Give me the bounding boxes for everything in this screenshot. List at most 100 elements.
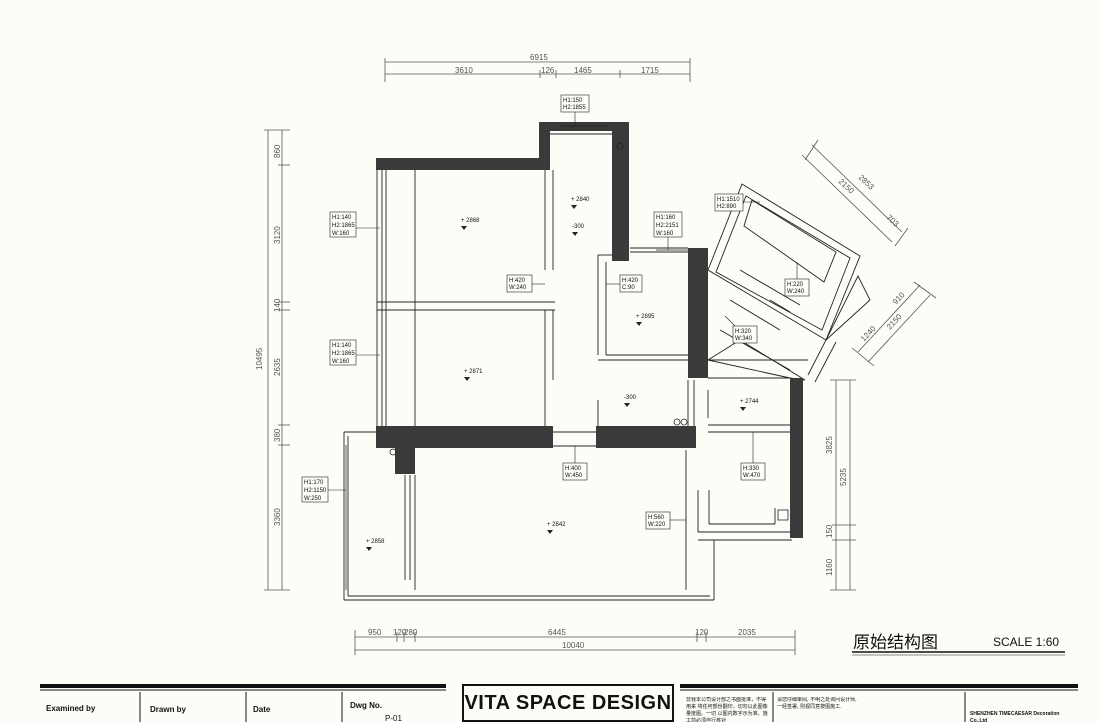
- level-marker: + 2895: [636, 314, 655, 320]
- right-seg-dim: 1160: [825, 558, 834, 576]
- opening-tag-line: W:240: [787, 289, 805, 295]
- opening-tag-line: W:160: [332, 359, 350, 365]
- right-seg-dim: 3825: [825, 436, 834, 454]
- opening-tag-line: H1:1510: [717, 197, 740, 203]
- opening-tag-line: H:420: [622, 278, 639, 284]
- opening-tag-line: W:220: [648, 522, 666, 528]
- opening-tag-line: H:220: [787, 282, 804, 288]
- bottom-seg-dim: 120: [695, 628, 709, 637]
- opening-tag-line: H1:160: [656, 215, 676, 221]
- opening-tag: H1:1510 H2:890: [714, 193, 760, 212]
- opening-tag-line: H:560: [648, 515, 665, 521]
- opening-tag-line: W:160: [332, 231, 350, 237]
- left-total-dim: 10495: [255, 347, 264, 370]
- level-marker: + 2858: [366, 539, 385, 545]
- level-marker: + 2840: [571, 197, 590, 203]
- opening-tag: H1:150 H2:1855: [560, 94, 590, 126]
- right-seg-dim: 150: [825, 524, 834, 538]
- left-seg-dim: 3360: [273, 508, 282, 526]
- opening-tag-line: H:400: [565, 466, 582, 472]
- top-total-dim: 6915: [530, 53, 548, 62]
- company-name: SHENZHEN TIMECAESAR Decoration Co.,Ltd: [970, 711, 1060, 722]
- top-dimension: [384, 58, 691, 82]
- left-seg-dim: 2635: [273, 358, 282, 376]
- date-label: Date: [253, 705, 271, 714]
- approval-note: 请您仔细审阅, 不明之处询问设计师, 一经签署, 则视同意按图施工.: [777, 697, 857, 710]
- opening-tag: H:420 C:90: [606, 274, 643, 293]
- bottom-seg-dim: 2035: [738, 628, 756, 637]
- left-seg-dim: 860: [273, 144, 282, 158]
- diagonal-dimension-right: [851, 281, 937, 367]
- examined-by-label: Examined by: [46, 704, 96, 713]
- bottom-seg-dim: 950: [368, 628, 382, 637]
- left-seg-dim: 140: [273, 298, 282, 312]
- opening-tag: H:560 W:220: [645, 511, 686, 530]
- opening-tag: H1:140 H2:1865 W:160: [329, 339, 380, 366]
- right-seg-dim: 5235: [839, 468, 848, 486]
- opening-tag-line: W:450: [565, 473, 583, 479]
- opening-tag: H:420 W:240: [506, 274, 545, 293]
- bottom-total-dim: 10040: [562, 641, 585, 650]
- opening-tag: H:220 W:240: [784, 262, 810, 297]
- opening-tag-line: W:240: [509, 285, 527, 291]
- drawn-by-label: Drawn by: [150, 705, 187, 714]
- brand-logo: VITA SPACE DESIGN: [462, 684, 674, 722]
- left-dimension: [264, 129, 290, 591]
- top-seg-dim: 1715: [641, 66, 659, 75]
- rotated-wing: [706, 183, 871, 383]
- bottom-seg-dim: 6445: [548, 628, 566, 637]
- drawing-scale: SCALE 1:60: [993, 635, 1060, 649]
- diagonal-dimension-top: [801, 139, 909, 247]
- opening-tag-line: H2:2151: [656, 223, 679, 229]
- top-seg-dim: 1465: [574, 66, 592, 75]
- thin-walls: [343, 129, 808, 601]
- bottom-dimension: [354, 630, 796, 655]
- opening-tag-line: W:160: [656, 231, 674, 237]
- disclaimer-note: 非我本公司设计部之书面批准，不得用来 将任何部份翻印，切勿以此图像量度图。一切 …: [686, 697, 768, 722]
- level-markers: + 2868 + 2840 -300 + 2895 + 2871 -300 + …: [366, 197, 759, 551]
- opening-tag-line: H1:150: [563, 98, 583, 104]
- diag-dim: 2150: [885, 312, 904, 332]
- title-block-frame: [40, 684, 1078, 722]
- level-marker: + 2871: [464, 369, 483, 375]
- fixture-marks: [389, 142, 789, 521]
- dwg-no-value: P-01: [385, 714, 402, 722]
- right-dimension: [830, 379, 856, 591]
- opening-tag-line: W:250: [304, 496, 322, 502]
- opening-tag-line: H2:1865: [332, 223, 355, 229]
- diag-dim: 703: [885, 213, 901, 229]
- opening-tag-line: H1:140: [332, 215, 352, 221]
- opening-tag: H1:160 H2:2151 W:160: [653, 211, 683, 250]
- opening-tag-line: H:330: [743, 466, 760, 472]
- opening-tag-line: H1:170: [304, 480, 324, 486]
- diag-dim: 2853: [857, 173, 877, 192]
- level-marker: + 2868: [461, 218, 480, 224]
- opening-tag: H:400 W:450: [562, 446, 588, 481]
- diag-dim: 2150: [837, 177, 857, 196]
- opening-tag-line: H2:1865: [332, 351, 355, 357]
- bottom-seg-dim: 280: [404, 628, 418, 637]
- opening-tag: H1:140 H2:1865 W:160: [329, 211, 380, 238]
- top-seg-dim: 3610: [455, 66, 473, 75]
- drawing-title: 原始结构图: [853, 633, 938, 653]
- level-marker: + 2744: [740, 399, 759, 405]
- opening-tag: H:330 W:470: [740, 432, 766, 481]
- opening-tag-line: H:420: [509, 278, 526, 284]
- opening-tag-line: H2:890: [717, 204, 737, 210]
- opening-tag-line: C:90: [622, 285, 635, 291]
- opening-tag-line: H:320: [735, 329, 752, 335]
- opening-tag-line: H2:1855: [563, 105, 586, 111]
- opening-tag-line: H1:140: [332, 343, 352, 349]
- top-seg-dim: 126: [541, 66, 555, 75]
- opening-tag-line: W:470: [743, 473, 761, 479]
- level-marker: -300: [624, 395, 637, 401]
- opening-tag: H1:170 H2:1150 W:250: [301, 476, 346, 503]
- dwg-no-label: Dwg No.: [350, 701, 382, 710]
- opening-tag-line: H2:1150: [304, 488, 327, 494]
- opening-tag: H:320 W:340: [724, 315, 758, 344]
- bottom-seg-dim: 120: [393, 628, 407, 637]
- opening-tags: H1:150 H2:1855 H1:140 H2:1865 W:160 H1:1…: [301, 94, 810, 530]
- left-seg-dim: 380: [273, 428, 282, 442]
- diag-dim: 910: [891, 290, 907, 306]
